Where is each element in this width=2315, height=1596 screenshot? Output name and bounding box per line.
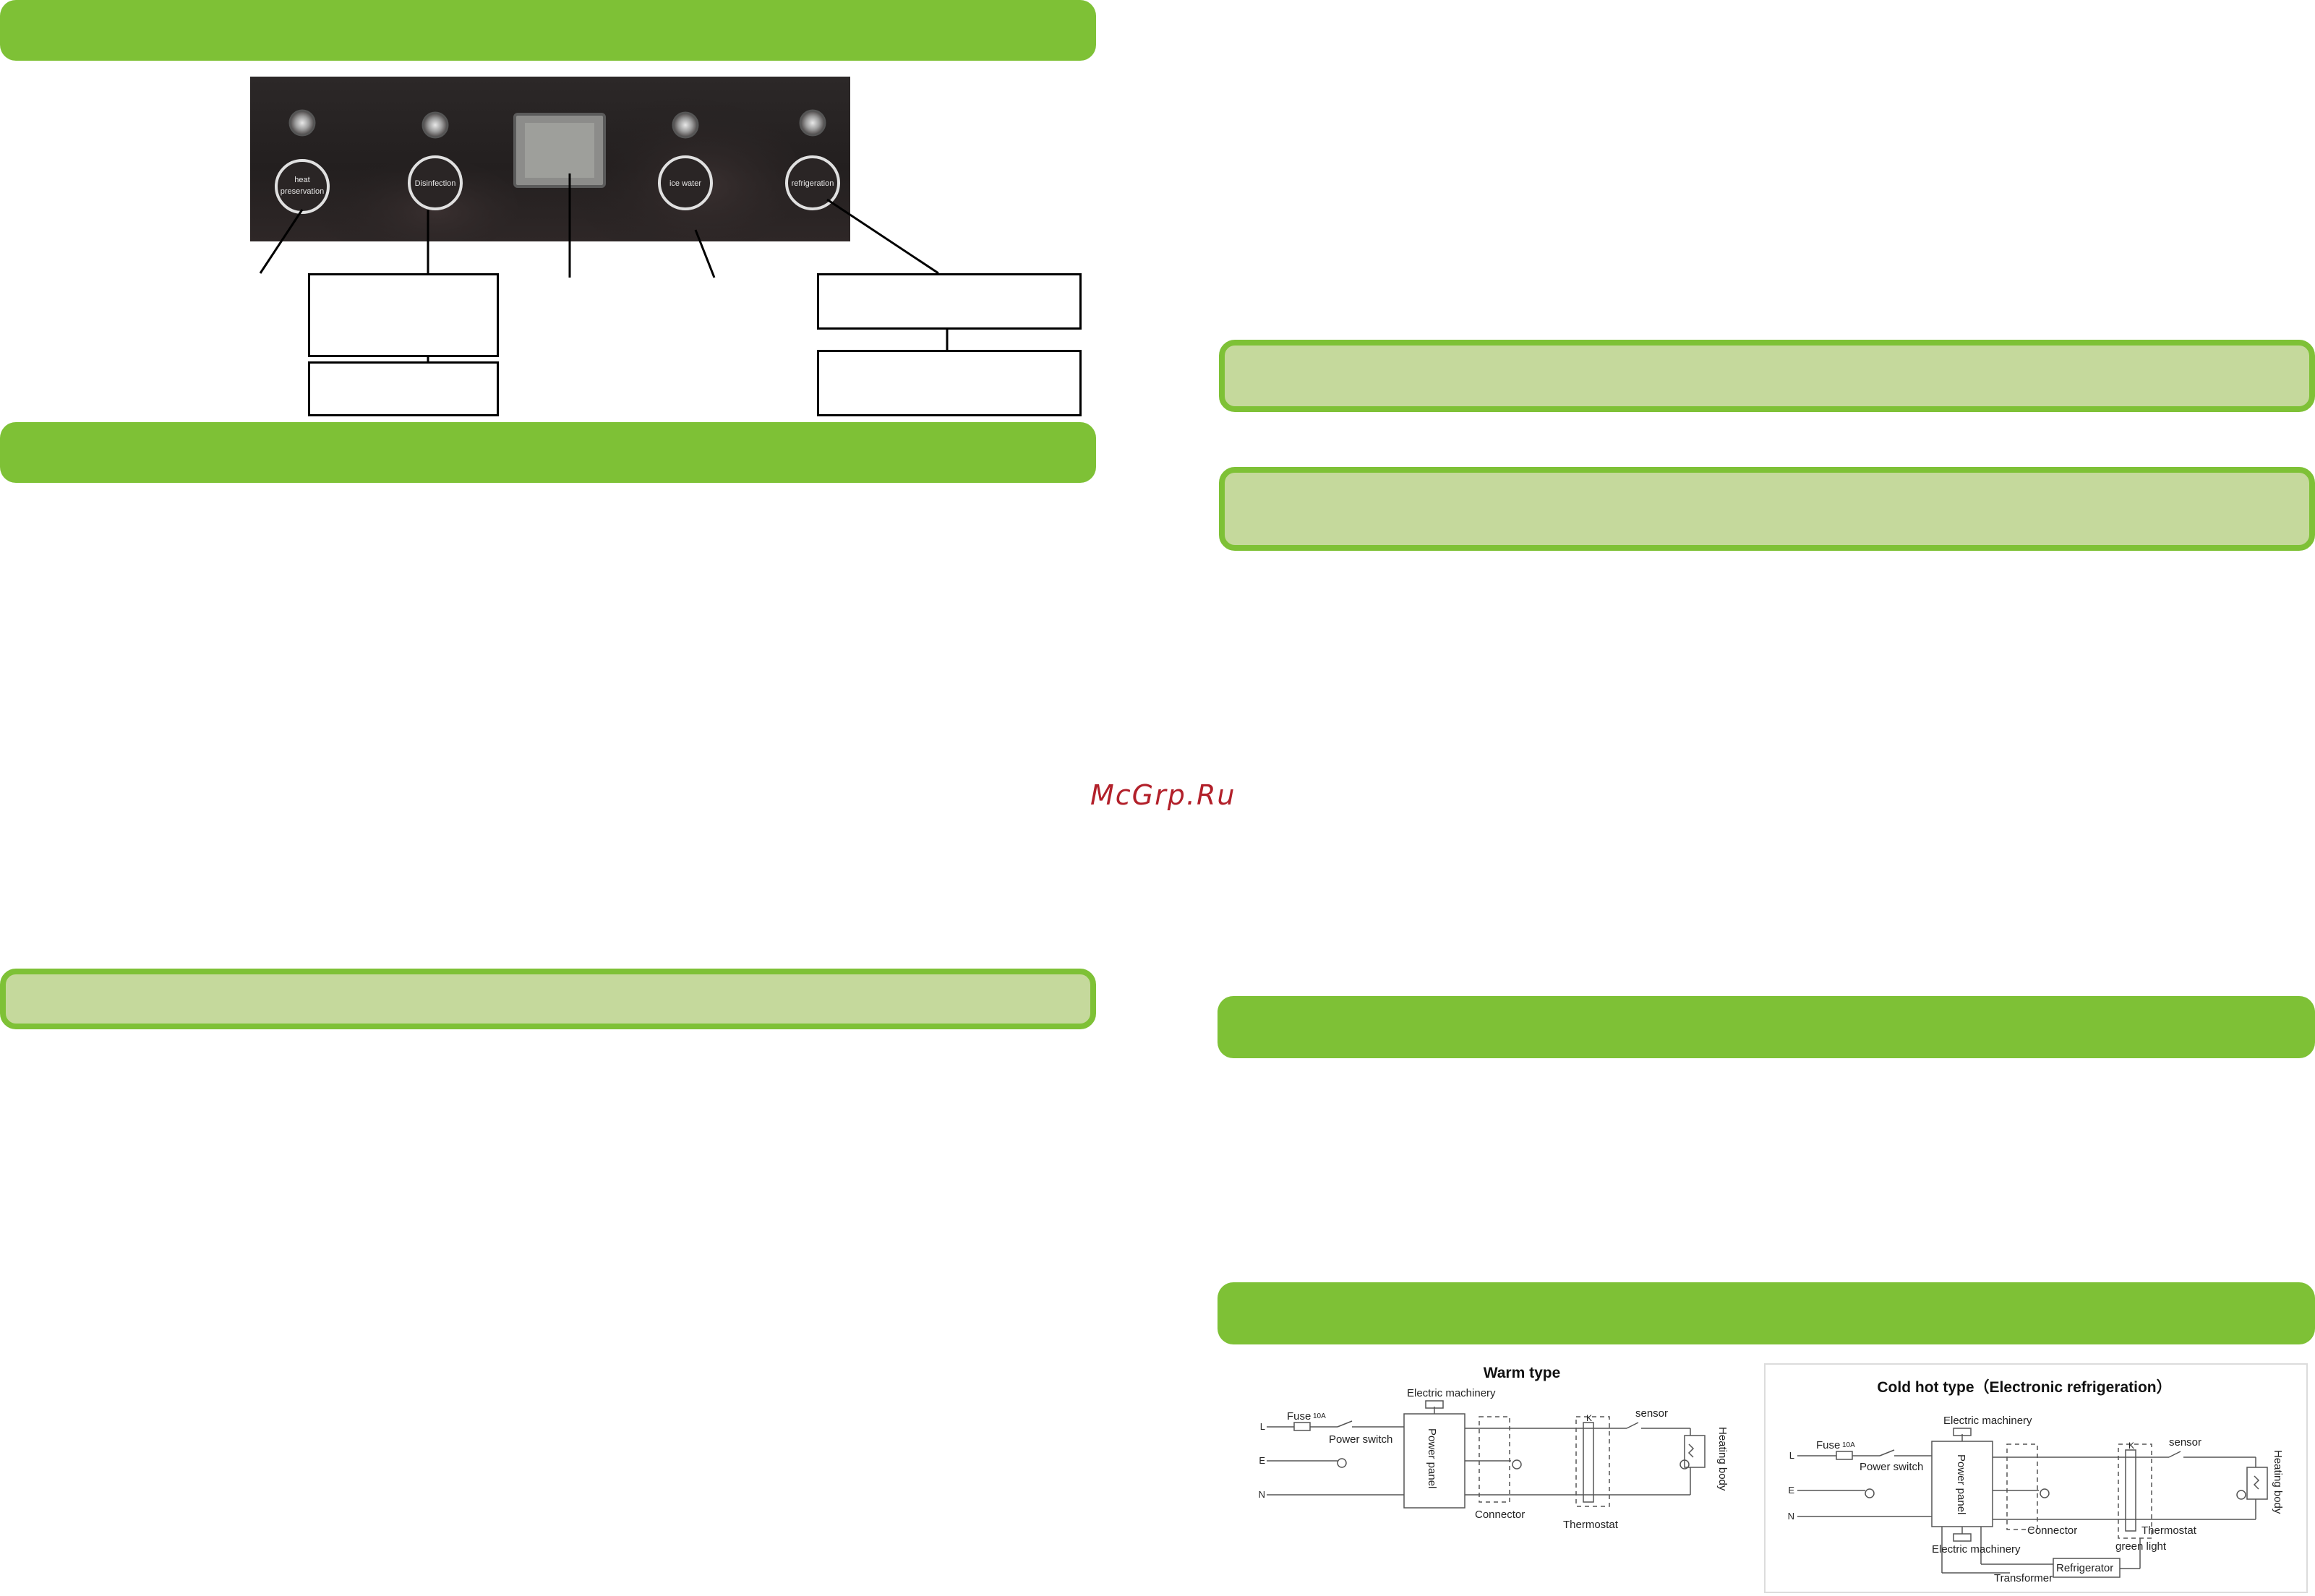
svg-text:Power panel: Power panel <box>1426 1428 1438 1488</box>
svg-text:Cold hot type（Electronic refri: Cold hot type（Electronic refrigeration） <box>1877 1378 2171 1396</box>
svg-text:Heating body: Heating body <box>2272 1450 2284 1514</box>
svg-text:Thermostat: Thermostat <box>2141 1524 2197 1537</box>
svg-text:Power switch: Power switch <box>1329 1433 1392 1446</box>
svg-text:preservation: preservation <box>281 187 325 196</box>
watermark: McGrp.Ru <box>1090 779 1236 811</box>
ice-water-led-icon <box>672 111 699 139</box>
svg-text:sensor: sensor <box>1635 1407 1668 1420</box>
disinfection-button[interactable]: Disinfection <box>408 155 463 210</box>
svg-text:10A: 10A <box>1842 1441 1855 1449</box>
control-panel-photo: heat preservation Disinfection ice water… <box>250 77 850 241</box>
svg-text:E: E <box>1788 1485 1794 1496</box>
callout-box <box>817 273 1082 330</box>
svg-text:Power panel: Power panel <box>1955 1454 1967 1514</box>
svg-text:N: N <box>1259 1489 1265 1500</box>
svg-text:10A: 10A <box>1313 1412 1326 1420</box>
svg-text:K: K <box>1586 1413 1592 1423</box>
subsection-header-bar <box>1219 467 2315 551</box>
svg-text:Warm type: Warm type <box>1484 1365 1561 1381</box>
svg-text:E: E <box>1259 1455 1265 1466</box>
svg-text:Connector: Connector <box>2027 1524 2077 1537</box>
svg-text:green light: green light <box>2115 1540 2167 1553</box>
svg-text:Electric machinery: Electric machinery <box>1932 1543 2021 1556</box>
subsection-header-bar <box>1219 340 2315 412</box>
refrigeration-led-icon <box>799 109 826 137</box>
svg-text:Thermostat: Thermostat <box>1563 1519 1619 1531</box>
svg-text:L: L <box>1789 1450 1794 1461</box>
heat-button[interactable]: heat preservation <box>275 159 330 214</box>
svg-text:sensor: sensor <box>2169 1436 2201 1449</box>
cold-hot-type-wiring-diagram: Cold hot type（Electronic refrigeration） <box>1764 1363 2308 1593</box>
callout-lines <box>259 173 949 363</box>
subsection-header-bar <box>0 969 1096 1029</box>
ice-water-button[interactable]: ice water <box>658 155 713 210</box>
svg-text:Power switch: Power switch <box>1860 1461 1923 1473</box>
svg-text:N: N <box>1788 1511 1794 1522</box>
callout-box <box>308 273 499 357</box>
svg-text:Heating body: Heating body <box>1716 1427 1729 1491</box>
svg-text:Connector: Connector <box>1475 1509 1525 1521</box>
svg-text:heat: heat <box>294 176 309 184</box>
section-header-bar <box>1218 1282 2315 1344</box>
svg-text:Refrigerator: Refrigerator <box>2056 1562 2113 1574</box>
refrigeration-button[interactable]: refrigeration <box>785 155 840 210</box>
section-header-bar <box>0 0 1096 61</box>
svg-text:Fuse: Fuse <box>1287 1410 1311 1423</box>
svg-text:Electric machinery: Electric machinery <box>1943 1415 2032 1427</box>
disinfection-led-icon <box>422 111 449 139</box>
svg-text:Electric machinery: Electric machinery <box>1407 1387 1496 1399</box>
svg-text:Disinfection: Disinfection <box>415 179 456 188</box>
callout-box <box>817 350 1082 416</box>
control-panel-graphic: heat preservation Disinfection ice water… <box>275 98 840 241</box>
heat-led-icon <box>288 109 316 137</box>
svg-text:Transformer: Transformer <box>1994 1572 2053 1584</box>
section-header-bar <box>0 422 1096 483</box>
warm-type-wiring-diagram: Warm type L E <box>1259 1365 1729 1531</box>
svg-text:refrigeration: refrigeration <box>792 179 834 188</box>
svg-text:L: L <box>1260 1421 1265 1432</box>
section-header-bar <box>1218 996 2315 1058</box>
svg-text:ice water: ice water <box>669 179 701 188</box>
svg-text:K: K <box>2128 1441 2134 1451</box>
svg-text:Fuse: Fuse <box>1816 1439 1840 1451</box>
callout-box <box>308 361 499 416</box>
